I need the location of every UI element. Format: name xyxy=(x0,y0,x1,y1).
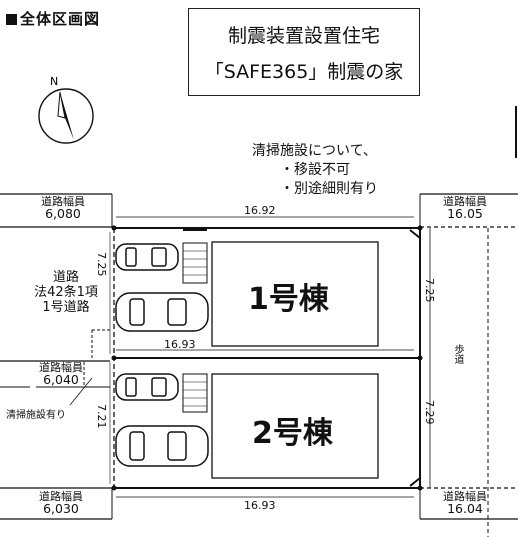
car-icon xyxy=(115,425,209,467)
square-bullet-icon xyxy=(6,14,17,25)
lot2-name: 2号棟 xyxy=(252,416,333,451)
lot1-top-dim: 16.92 xyxy=(244,204,276,217)
lot1-left-dim: 7.25 xyxy=(95,252,108,277)
car-icon xyxy=(115,373,179,401)
lot2-right-dim: 7.29 xyxy=(423,400,436,425)
lot2-left-dim: 7.21 xyxy=(95,404,108,429)
road-width-bottom-left: 道路幅員 6,030 xyxy=(26,491,96,515)
road-width-label: 道路幅員 xyxy=(39,490,83,503)
lot1-right-dim: 7.25 xyxy=(423,278,436,303)
cleaning-facility-label: 清掃施設有り xyxy=(6,410,66,421)
property-name-line2: 「SAFE365」制震の家 xyxy=(204,61,404,83)
property-name-box: 制震装置設置住宅 「SAFE365」制震の家 xyxy=(188,8,420,96)
left-road-line3: 1号道路 xyxy=(42,300,90,315)
stair-icon xyxy=(182,373,208,413)
margin-line xyxy=(515,106,517,158)
road-width-value: 16.04 xyxy=(447,501,483,516)
left-road-line2: 法42条1項 xyxy=(34,285,98,300)
road-width-value: 16.05 xyxy=(447,206,483,221)
cleaning-note-line3: ・別途細則有り xyxy=(280,181,378,197)
lot2-top-dim: 16.93 xyxy=(164,338,196,351)
road-width-label: 道路幅員 xyxy=(443,490,487,503)
overview-title: 全体区画図 xyxy=(6,8,100,29)
road-width-label: 道路幅員 xyxy=(41,195,85,208)
road-width-top-left: 道路幅員 6,080 xyxy=(28,196,98,220)
road-width-mid-left: 道路幅員 6,040 xyxy=(26,362,96,386)
stair-icon xyxy=(182,242,208,284)
property-name-line1: 制震装置設置住宅 xyxy=(227,25,380,47)
cleaning-note-line2: ・移設不可 xyxy=(280,162,350,178)
walkway-label: 歩道 xyxy=(452,344,463,364)
road-width-value: 6,080 xyxy=(45,206,81,221)
compass-n-label: N xyxy=(50,75,58,88)
road-width-top-right: 道路幅員 16.05 xyxy=(430,196,500,220)
left-road-label: 道路 法42条1項 1号道路 xyxy=(28,270,104,315)
left-road-line1: 道路 xyxy=(52,270,79,285)
car-icon xyxy=(115,292,209,332)
cleaning-note: 清掃施設について、 ・移設不可 ・別途細則有り xyxy=(252,142,378,199)
compass-icon: N xyxy=(38,75,94,144)
road-width-value: 6,030 xyxy=(43,501,79,516)
car-icon xyxy=(115,243,179,271)
road-width-label: 道路幅員 xyxy=(39,361,83,374)
road-width-label: 道路幅員 xyxy=(443,195,487,208)
overview-title-text: 全体区画図 xyxy=(20,10,101,28)
cleaning-note-line1: 清掃施設について、 xyxy=(252,143,377,159)
road-width-bottom-right: 道路幅員 16.04 xyxy=(430,491,500,515)
lot2-bottom-dim: 16.93 xyxy=(244,499,276,512)
lot1-name: 1号棟 xyxy=(248,282,329,317)
road-width-value: 6,040 xyxy=(43,372,79,387)
